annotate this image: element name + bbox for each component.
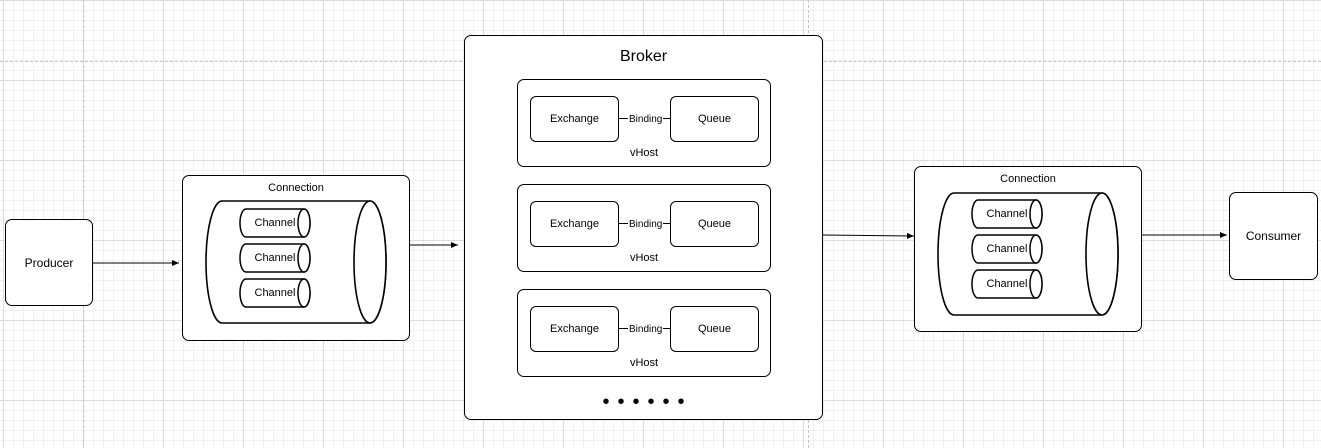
channel-label: Channel [254, 217, 296, 229]
channel-label: Channel [986, 278, 1028, 290]
queue-label: Queue [697, 113, 732, 125]
exchange-label: Exchange [550, 218, 599, 230]
binding-label: Binding [628, 324, 664, 336]
channel-cylinder[interactable] [239, 278, 311, 308]
channel-cylinder[interactable] [971, 234, 1043, 264]
channel-cylinder[interactable] [971, 199, 1043, 229]
queue-node[interactable]: Queue [670, 306, 759, 352]
channel-cylinder[interactable] [971, 269, 1043, 299]
vhost-label: vHost [629, 147, 659, 159]
vhost-box[interactable]: Exchange Binding Queue vHost [517, 79, 771, 167]
vhost-label: vHost [629, 252, 659, 264]
queue-node[interactable]: Queue [670, 201, 759, 247]
queue-label: Queue [697, 218, 732, 230]
exchange-node[interactable]: Exchange [530, 306, 619, 352]
exchange-label: Exchange [550, 113, 599, 125]
connection-title: Connection [268, 182, 324, 194]
broker[interactable]: Broker Exchange Binding Queue vHost Exch… [464, 35, 823, 420]
binding-label: Binding [628, 219, 664, 231]
arrow-broker-to-connection[interactable] [822, 232, 915, 239]
vhost-label: vHost [629, 357, 659, 369]
channel-cylinder[interactable] [239, 243, 311, 273]
channel-label: Channel [986, 243, 1028, 255]
exchange-label: Exchange [550, 323, 599, 335]
consumer-label: Consumer [1245, 229, 1302, 243]
queue-node[interactable]: Queue [670, 96, 759, 142]
vhost-box[interactable]: Exchange Binding Queue vHost [517, 184, 771, 272]
channel-label: Channel [254, 252, 296, 264]
channel-cylinder[interactable] [239, 208, 311, 238]
channel-label: Channel [254, 287, 296, 299]
queue-label: Queue [697, 323, 732, 335]
vhost-box[interactable]: Exchange Binding Queue vHost [517, 289, 771, 377]
broker-title: Broker [619, 48, 668, 65]
exchange-node[interactable]: Exchange [530, 96, 619, 142]
producer-label: Producer [24, 255, 74, 270]
more-vhosts-ellipsis: •••••• [602, 391, 693, 413]
connection-title: Connection [1000, 173, 1056, 185]
consumer-node[interactable]: Consumer [1229, 192, 1318, 280]
producer-node[interactable]: Producer [5, 219, 93, 306]
exchange-node[interactable]: Exchange [530, 201, 619, 247]
binding-label: Binding [628, 114, 664, 126]
channel-label: Channel [986, 208, 1028, 220]
